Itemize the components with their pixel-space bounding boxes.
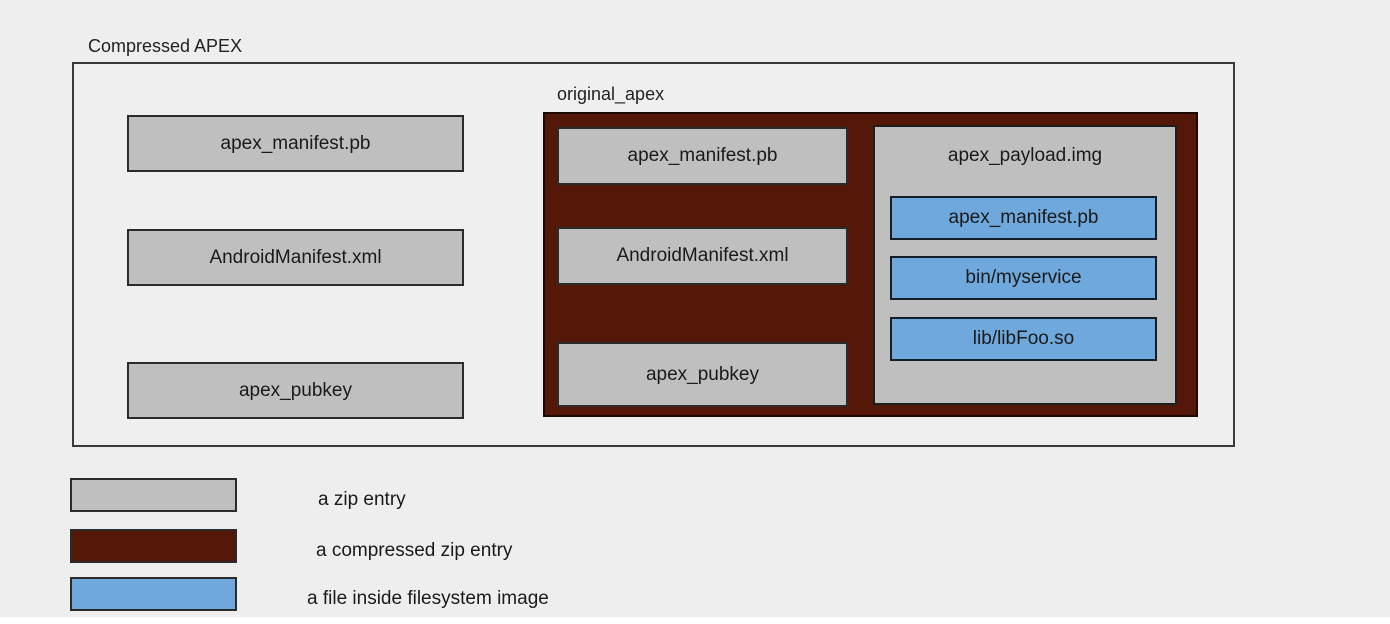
legend-swatch-zip-entry [70, 478, 237, 512]
inner-zip-entry-android-manifest-xml: AndroidManifest.xml [557, 227, 848, 285]
zip-entry-label: AndroidManifest.xml [616, 245, 789, 266]
legend-swatch-filesystem-file [70, 577, 237, 611]
original-apex-title: original_apex [557, 84, 665, 104]
zip-entry-label: apex_manifest.pb [220, 132, 371, 154]
fs-file-lib-libfoo-so: lib/libFoo.so [890, 317, 1157, 361]
apex-payload-img-title: apex_payload.img [947, 145, 1103, 166]
fs-file-label: bin/myservice [965, 267, 1082, 288]
zip-entry-label: apex_pubkey [645, 363, 760, 385]
fs-file-label: lib/libFoo.so [972, 328, 1075, 349]
zip-entry-apex-manifest-pb: apex_manifest.pb [127, 115, 464, 172]
legend-label-compressed-zip-entry: a compressed zip entry [316, 540, 513, 561]
fs-file-apex-manifest-pb: apex_manifest.pb [890, 196, 1157, 240]
zip-entry-android-manifest-xml: AndroidManifest.xml [127, 229, 464, 286]
apex-payload-img-container: apex_payload.img apex_manifest.pb bin/my… [873, 125, 1177, 405]
zip-entry-label: apex_manifest.pb [627, 145, 778, 166]
bottom-edge-strip [0, 617, 1390, 624]
inner-zip-entry-apex-pubkey: apex_pubkey [557, 342, 848, 407]
fs-file-bin-myservice: bin/myservice [890, 256, 1157, 300]
zip-entry-apex-pubkey: apex_pubkey [127, 362, 464, 419]
legend-label-filesystem-file: a file inside filesystem image [307, 588, 549, 609]
legend-swatch-compressed-zip-entry [70, 529, 237, 563]
inner-zip-entry-apex-manifest-pb: apex_manifest.pb [557, 127, 848, 185]
diagram-title: Compressed APEX [88, 36, 243, 56]
zip-entry-label: AndroidManifest.xml [209, 246, 382, 268]
zip-entry-label: apex_pubkey [238, 379, 353, 401]
fs-file-label: apex_manifest.pb [948, 207, 1099, 228]
legend-label-zip-entry: a zip entry [318, 489, 406, 510]
